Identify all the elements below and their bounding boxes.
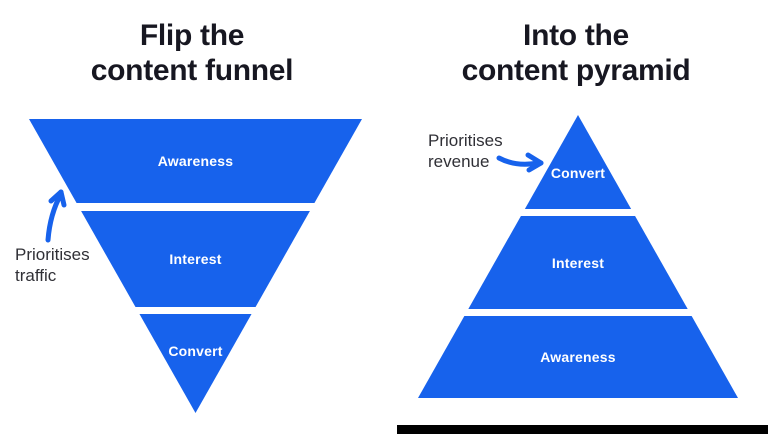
- pyramid-layer-convert-label: Convert: [550, 165, 606, 181]
- pyramid-layer-interest: Interest: [418, 216, 738, 309]
- funnel-layer-convert-label: Convert: [168, 342, 223, 359]
- arrow-right-icon: [496, 152, 544, 173]
- prioritises-revenue-line1: Prioritises: [428, 131, 503, 150]
- pyramid-layer-interest-label: Interest: [551, 254, 605, 271]
- prioritises-revenue-annotation: Prioritises revenue: [428, 130, 503, 172]
- arrow-up-icon: [45, 189, 67, 243]
- prioritises-traffic-line2: traffic: [15, 266, 57, 285]
- prioritises-traffic-annotation: Prioritises traffic: [15, 244, 90, 286]
- funnel-layer-convert: Convert: [29, 314, 362, 413]
- right-title-line1: Into the: [523, 19, 629, 52]
- bottom-black-bar: [397, 425, 768, 434]
- prioritises-traffic-line1: Prioritises: [15, 245, 90, 264]
- left-diagram-title: Flip the content funnel: [0, 18, 384, 88]
- left-title-line1: Flip the: [139, 19, 245, 52]
- right-diagram-title: Into the content pyramid: [384, 18, 768, 88]
- pyramid-layer-awareness-label: Awareness: [540, 349, 616, 365]
- left-title-line2: content funnel: [90, 54, 294, 87]
- right-title-line2: content pyramid: [461, 54, 691, 87]
- funnel-layer-awareness: Awareness: [29, 119, 362, 203]
- prioritises-revenue-line2: revenue: [428, 152, 490, 171]
- funnel-layer-awareness-label: Awareness: [157, 153, 234, 169]
- funnel-layer-interest-label: Interest: [169, 251, 222, 267]
- pyramid-layer-awareness: Awareness: [418, 316, 738, 398]
